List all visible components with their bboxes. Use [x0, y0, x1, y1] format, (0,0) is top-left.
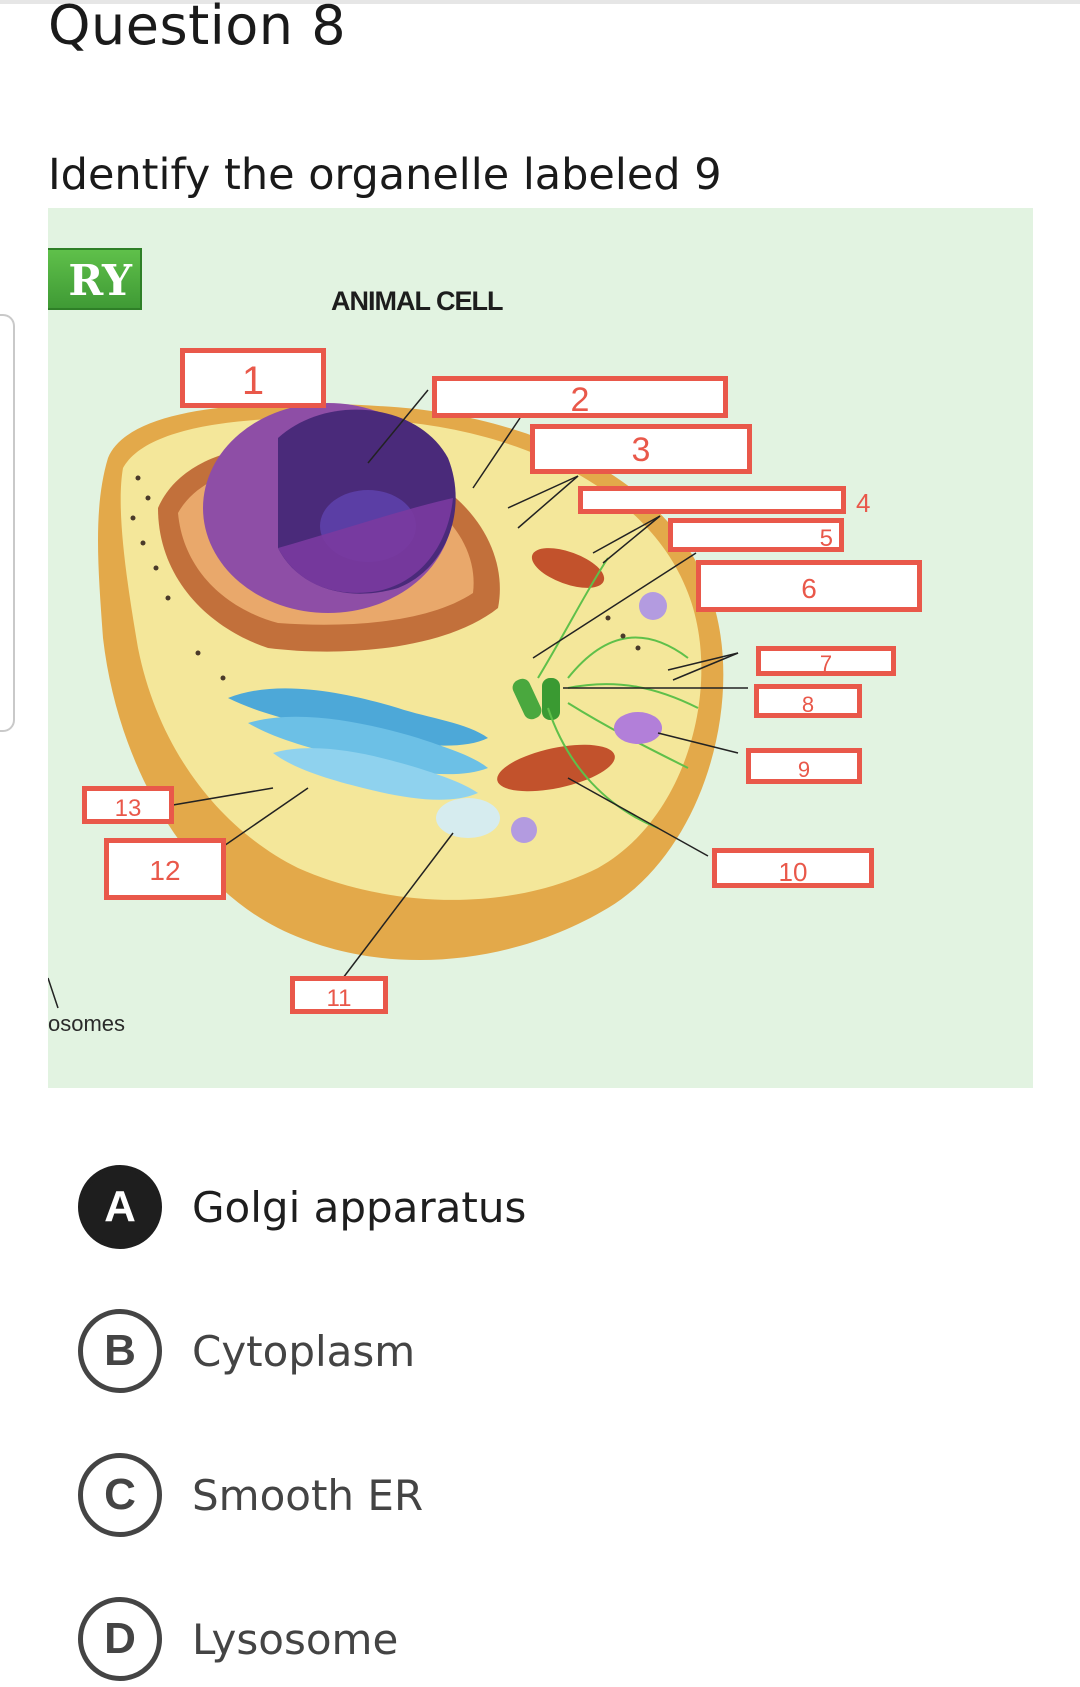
- label-box-9: 9: [746, 748, 862, 784]
- label-box-11: 11: [290, 976, 388, 1014]
- option-d[interactable]: D Lysosome: [78, 1595, 798, 1683]
- lysosome-3: [511, 817, 537, 843]
- option-a-text: Golgi apparatus: [192, 1183, 526, 1232]
- option-a-badge[interactable]: A: [78, 1165, 162, 1249]
- cut-off-label-text: osomes: [48, 1011, 125, 1037]
- label-number-4: 4: [856, 488, 870, 519]
- question-prompt: Identify the organelle labeled 9: [48, 150, 722, 200]
- vesicle: [436, 798, 500, 838]
- side-panel-handle[interactable]: [0, 314, 15, 732]
- label-box-8: 8: [754, 684, 862, 718]
- label-box-12: 12: [104, 838, 226, 900]
- option-c[interactable]: C Smooth ER: [78, 1451, 798, 1539]
- lysosome-1: [639, 592, 667, 620]
- diagram-title: ANIMAL CELL: [331, 286, 503, 317]
- option-d-text: Lysosome: [192, 1615, 398, 1664]
- animal-cell-diagram: RY ANIMAL CELL osomes 1 2 3 4 5 6 7 8 9 …: [48, 208, 1033, 1088]
- label-box-2: 2: [432, 376, 728, 418]
- banner-logo: RY: [48, 248, 142, 310]
- label-box-13: 13: [82, 786, 174, 824]
- option-b[interactable]: B Cytoplasm: [78, 1307, 798, 1395]
- option-c-badge[interactable]: C: [78, 1453, 162, 1537]
- label-box-3: 3: [530, 424, 752, 474]
- label-box-7: 7: [756, 646, 896, 676]
- option-c-text: Smooth ER: [192, 1471, 423, 1520]
- lysosome-2: [614, 712, 662, 744]
- label-box-10: 10: [712, 848, 874, 888]
- label-box-5: 5: [668, 518, 844, 552]
- question-title: Question 8: [48, 0, 346, 57]
- label-box-6: 6: [696, 560, 922, 612]
- label-box-4: [578, 486, 846, 514]
- option-b-text: Cytoplasm: [192, 1327, 415, 1376]
- option-a[interactable]: A Golgi apparatus: [78, 1163, 798, 1251]
- option-b-badge[interactable]: B: [78, 1309, 162, 1393]
- label-box-1: 1: [180, 348, 326, 408]
- option-d-badge[interactable]: D: [78, 1597, 162, 1681]
